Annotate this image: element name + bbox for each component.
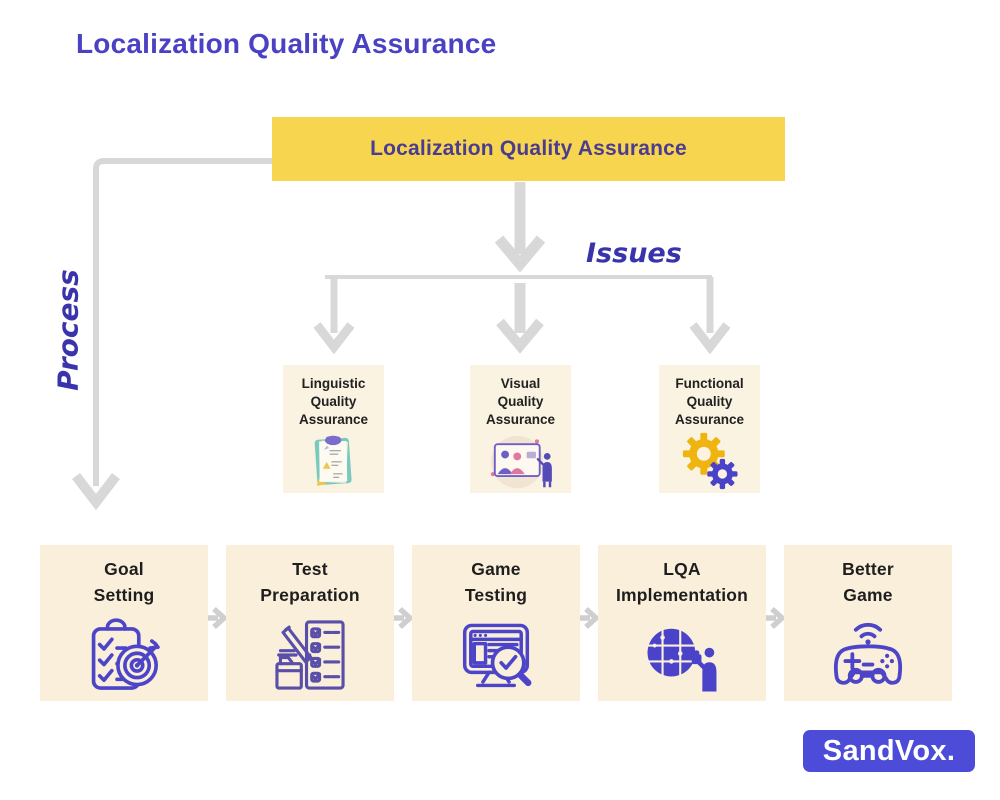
banner-down-arrowhead xyxy=(494,235,546,273)
process-connector-line xyxy=(93,158,272,486)
issues-label: Issues xyxy=(586,238,682,269)
visual-review-illustration-icon xyxy=(490,435,552,489)
lqa-banner-label: Localization Quality Assurance xyxy=(370,137,687,160)
branch-right-arrowhead xyxy=(689,322,731,355)
clipboard-target-icon xyxy=(91,618,160,690)
checklist-pencil-icon xyxy=(275,620,345,690)
issue-box-visual: Visual Quality Assurance xyxy=(470,365,571,493)
puzzle-globe-person-icon xyxy=(647,628,717,692)
brand-name: SandVox. xyxy=(822,734,956,767)
issue-box-linguistic: Linguistic Quality Assurance xyxy=(283,365,384,493)
issue-box-functional: Functional Quality Assurance xyxy=(659,365,760,493)
step-box-test-preparation: Test Preparation xyxy=(226,545,394,701)
process-arrowhead xyxy=(72,472,120,511)
issue-label: Functional Quality Assurance xyxy=(674,376,745,427)
step-box-game-testing: Game Testing xyxy=(412,545,580,701)
step-label: Better Game xyxy=(842,559,894,605)
monitor-magnifier-icon xyxy=(462,623,532,688)
branch-left-arrowhead xyxy=(313,322,355,355)
lqa-banner: Localization Quality Assurance xyxy=(272,117,785,181)
step-label: Goal Setting xyxy=(93,559,155,605)
issue-label: Visual Quality Assurance xyxy=(485,376,556,427)
step-label: Game Testing xyxy=(464,559,528,605)
step-box-lqa-implementation: LQA Implementation xyxy=(598,545,766,701)
game-controller-icon xyxy=(833,622,903,685)
step-box-better-game: Better Game xyxy=(784,545,952,701)
brand-badge: SandVox. xyxy=(803,730,975,772)
page-title: Localization Quality Assurance xyxy=(76,28,497,59)
step-label: LQA Implementation xyxy=(615,559,749,605)
double-gears-icon xyxy=(682,432,738,490)
clipboard-illustration-icon xyxy=(314,435,352,486)
step-label: Test Preparation xyxy=(260,559,360,605)
step-box-goal-setting: Goal Setting xyxy=(40,545,208,701)
issue-label: Linguistic Quality Assurance xyxy=(298,376,369,427)
process-label: Process xyxy=(51,269,85,391)
branch-center-arrowhead xyxy=(496,318,544,354)
